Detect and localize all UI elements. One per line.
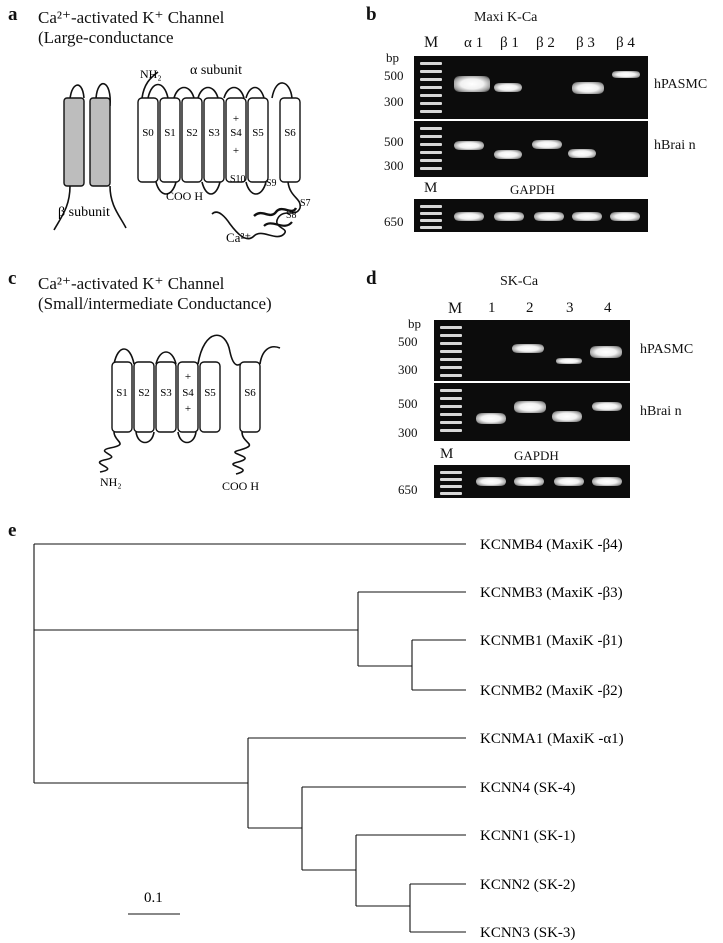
panel-d-title: SK-Ca (500, 274, 539, 289)
gel-gapdh (434, 465, 630, 498)
s8-label: S8 (286, 210, 297, 221)
lane-2: 2 (526, 300, 534, 316)
s10-label: S10 (230, 174, 246, 185)
sk-channel-diagram: S1 S2 S3 S4 S5 S6 + + NH₂ COO H (98, 334, 281, 493)
segment-s6: S6 (244, 387, 256, 399)
gel-hbrain (414, 121, 648, 177)
panel-d-label: d (366, 268, 377, 289)
cooh-label: COO H (222, 479, 259, 493)
tree-leaf: KCNMA1 (MaxiK -α1) (480, 731, 624, 747)
panel-a-title-2: (Large-conductance (38, 28, 174, 47)
tick-300: 300 (384, 94, 404, 109)
plus-sign: + (233, 113, 239, 125)
bp-label: bp (386, 50, 399, 65)
plus-sign: + (185, 403, 191, 415)
gel-gapdh (414, 199, 648, 232)
panel-c-title-2: (Small/intermediate Conductance) (38, 294, 272, 313)
tree-leaf: KCNMB4 (MaxiK -β4) (480, 537, 623, 553)
tick-650: 650 (398, 482, 418, 497)
gel-hpasmc (434, 320, 630, 381)
gel-hpasmc (414, 56, 648, 119)
s7-label: S7 (300, 198, 311, 209)
segment-s1: S1 (116, 387, 128, 399)
lane-4: 4 (604, 300, 612, 316)
marker-label: M (424, 180, 438, 196)
panel-b-title: Maxi K-Ca (474, 10, 538, 25)
tree-leaf: KCNN3 (SK-3) (480, 925, 575, 941)
tick-300: 300 (384, 158, 404, 173)
tick-300: 300 (398, 362, 418, 377)
tree-leaf: KCNN1 (SK-1) (480, 828, 575, 844)
bk-channel-diagram: S0 S1 S2 S3 S4 S5 S6 + + NH₂ α subunit β… (53, 63, 311, 245)
row-hpasmc: hPASMC (654, 77, 708, 92)
gapdh-label: GAPDH (514, 448, 559, 463)
cooh-label: COO H (166, 189, 203, 203)
panel-c-title-1: Ca²⁺-activated K⁺ Channel (38, 274, 225, 293)
panel-c-label: c (8, 268, 17, 289)
scale-bar-label: 0.1 (144, 890, 163, 906)
segment-s5: S5 (204, 387, 216, 399)
gapdh-label: GAPDH (510, 182, 555, 197)
lane-beta2: β 2 (536, 35, 555, 51)
segment-s2: S2 (186, 127, 198, 139)
beta-subunit-label: β subunit (58, 205, 110, 220)
segment-s4: S4 (182, 387, 194, 399)
panel-b-label: b (366, 4, 377, 25)
gel-hbrain (434, 383, 630, 441)
tree-leaf: KCNMB3 (MaxiK -β3) (480, 585, 623, 601)
tick-500: 500 (398, 396, 418, 411)
plus-sign: + (233, 145, 239, 157)
tick-500: 500 (398, 334, 418, 349)
nh2-label: NH₂ (100, 475, 122, 489)
panel-a-label: a (8, 4, 18, 25)
lane-beta4: β 4 (616, 35, 635, 51)
tree-leaf: KCNN2 (SK-2) (480, 877, 575, 893)
lane-3: 3 (566, 300, 574, 316)
lane-alpha1: α 1 (464, 35, 484, 51)
segment-s0: S0 (142, 127, 154, 139)
segment-s5: S5 (252, 127, 264, 139)
segment-s3: S3 (208, 127, 220, 139)
panel-e-label: e (8, 520, 17, 541)
tick-500: 500 (384, 134, 404, 149)
bp-label: bp (408, 316, 421, 331)
segment-s3: S3 (160, 387, 172, 399)
phylogenetic-tree: KCNMB4 (MaxiK -β4) KCNMB3 (MaxiK -β3) KC… (33, 537, 624, 941)
panel-a-title-1: Ca²⁺-activated K⁺ Channel (38, 8, 225, 27)
row-hbrain: hBrai n (654, 138, 696, 153)
lane-beta3: β 3 (576, 35, 595, 51)
marker-label: M (448, 300, 463, 317)
nh2-label: NH₂ (140, 67, 162, 81)
row-hpasmc: hPASMC (640, 342, 694, 357)
alpha-subunit-label: α subunit (190, 63, 242, 78)
marker-label: M (440, 446, 454, 462)
tree-leaf: KCNMB1 (MaxiK -β1) (480, 633, 623, 649)
tick-500: 500 (384, 68, 404, 83)
lane-beta1: β 1 (500, 35, 519, 51)
s9-label: S9 (266, 178, 277, 189)
segment-s1: S1 (164, 127, 176, 139)
segment-s6: S6 (284, 127, 296, 139)
tree-leaf: KCNN4 (SK-4) (480, 780, 575, 796)
lane-1: 1 (488, 300, 496, 316)
tick-650: 650 (384, 214, 404, 229)
segment-s4: S4 (230, 127, 242, 139)
plus-sign: + (185, 371, 191, 383)
tick-300: 300 (398, 425, 418, 440)
row-hbrain: hBrai n (640, 404, 682, 419)
tree-leaf: KCNMB2 (MaxiK -β2) (480, 683, 623, 699)
ca-label: Ca²⁺ (226, 230, 251, 245)
marker-label: M (424, 34, 439, 51)
segment-s2: S2 (138, 387, 150, 399)
